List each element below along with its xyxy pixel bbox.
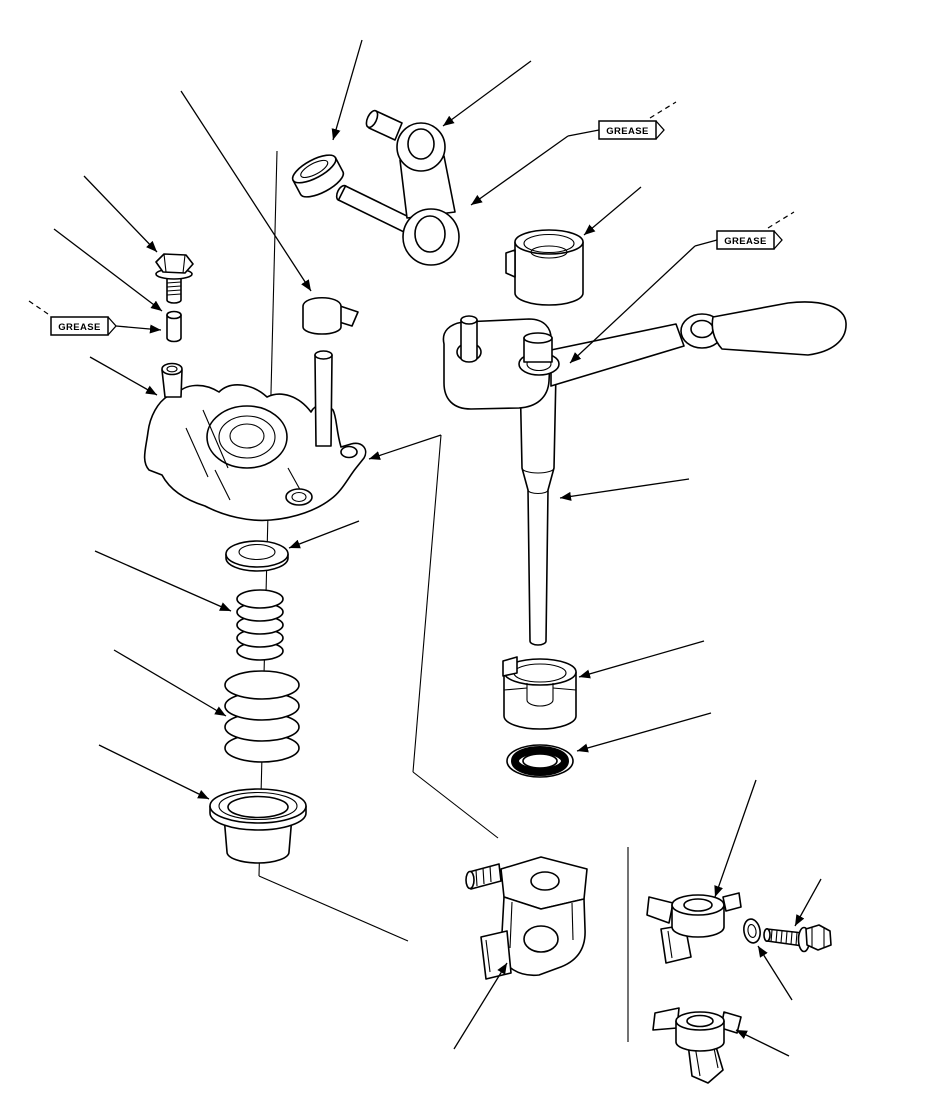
grease-flag-3: GREASE: [25, 298, 162, 336]
leader-arrows: [53, 39, 822, 1057]
leader-clamp: [453, 962, 508, 1050]
leader-interlock-upper: [714, 779, 757, 898]
grease-flag-tail: [107, 316, 117, 336]
outer-spring: [224, 670, 300, 763]
leader-inner-spring: [94, 550, 232, 612]
shift-fork-clamp: [465, 856, 588, 980]
clamp-foot: [480, 930, 512, 980]
grease-flag-dash: [649, 101, 677, 119]
slotted-bushing: [502, 656, 577, 730]
grease-flag-box: [50, 316, 109, 336]
leader-oil-seal: [576, 712, 712, 753]
flanged-bolt: [155, 253, 194, 304]
inner-spring: [236, 589, 284, 661]
interlock-arm-upper: [646, 892, 742, 964]
grease-flag-1: GREASE: [470, 101, 677, 206]
grease-flag-leader: [569, 245, 696, 364]
leader-shaft: [559, 478, 690, 501]
leader-seal-collar: [331, 39, 363, 141]
leader-housing-boss: [89, 356, 158, 396]
grease-flag-dash: [767, 211, 795, 229]
leader-outer-spring: [113, 649, 227, 717]
spring-seat: [505, 229, 584, 306]
housing-boss: [161, 362, 183, 398]
leader-cup-bushing: [98, 744, 210, 800]
dowel-pin: [166, 310, 182, 343]
leader-small-washer: [757, 945, 793, 1001]
link-lever: [335, 109, 460, 266]
grease-flag-pole: [567, 129, 600, 137]
arm-pin: [460, 315, 478, 363]
flat-washer: [225, 540, 289, 572]
leader-interlock-lower: [735, 1029, 790, 1057]
breather-cap: [302, 296, 359, 335]
gearshift-arm: [442, 301, 847, 410]
hex-bolt: [763, 924, 832, 953]
leader-link-lever: [442, 60, 532, 127]
oil-seal: [506, 744, 574, 778]
leader-hex-bolt: [794, 878, 822, 927]
shaft-top-stub: [523, 332, 553, 363]
leader-housing: [368, 434, 442, 460]
grease-flag-tail: [655, 120, 665, 140]
grease-flag-label: GREASE: [58, 322, 101, 333]
leader-flat-washer: [288, 520, 360, 549]
leader-slotted-bushing: [578, 640, 705, 679]
grease-flag-tail: [773, 230, 783, 250]
leader-dowel-pin: [53, 228, 163, 312]
housing-stud: [314, 350, 333, 447]
leader-spring-seat: [583, 186, 642, 236]
seal-collar: [291, 154, 345, 198]
grease-flag-label: GREASE: [724, 236, 767, 247]
shift-housing: [143, 350, 367, 522]
grease-flag-2: GREASE: [569, 211, 795, 364]
grease-flag-pole: [694, 239, 718, 247]
clamp-stud: [465, 863, 502, 890]
small-washer: [743, 918, 761, 944]
grease-flag-label: GREASE: [606, 126, 649, 137]
interlock-arm-lower: [652, 1007, 742, 1084]
grease-flag-dash: [25, 298, 49, 315]
cup-bushing: [209, 788, 307, 864]
grease-flag-leader: [470, 135, 569, 206]
grease-flag-leader: [115, 324, 162, 334]
gearshift-shaft: [519, 371, 557, 646]
leader-breather-cap: [180, 90, 312, 292]
leader-flanged-bolt: [83, 175, 158, 253]
